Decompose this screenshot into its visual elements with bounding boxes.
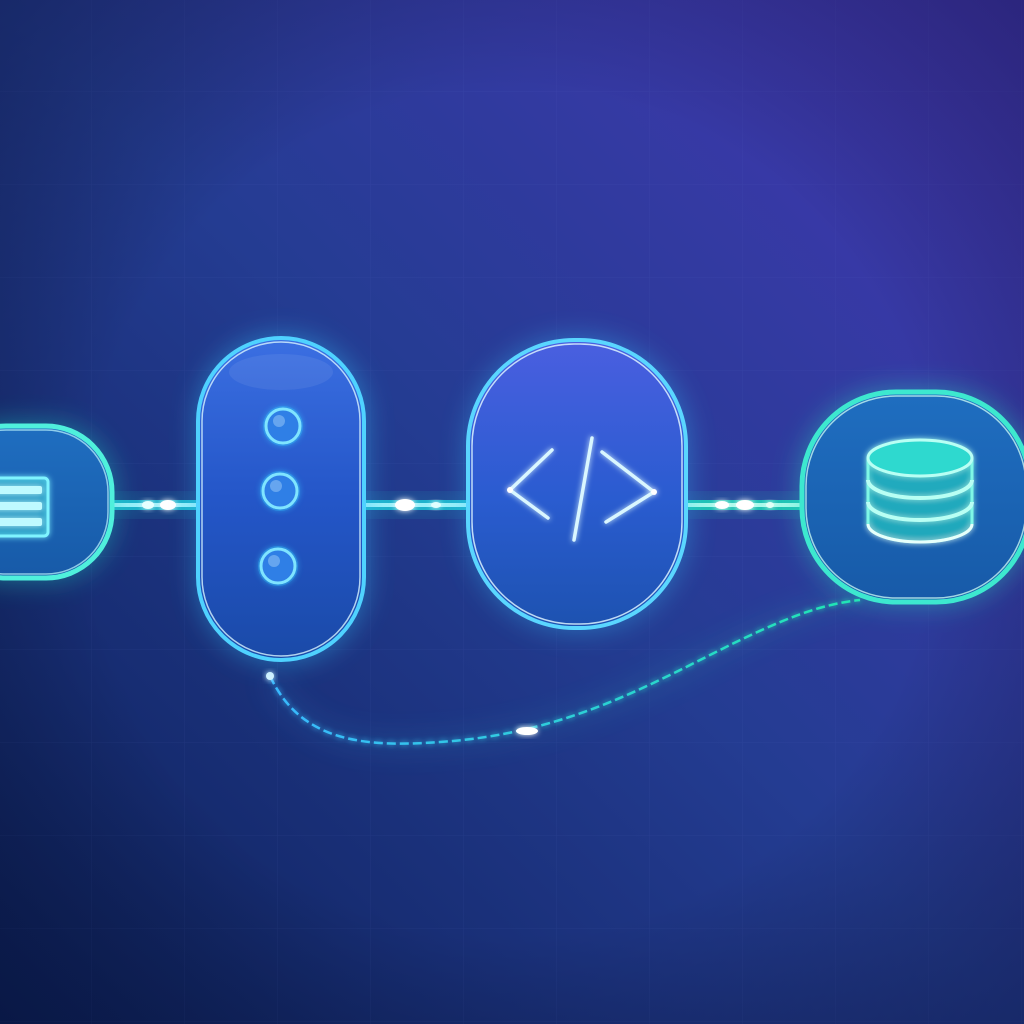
code-node xyxy=(466,338,688,630)
input-node xyxy=(0,423,115,581)
dot-bottom xyxy=(258,546,298,586)
connector-input-to-stack xyxy=(110,498,202,512)
three-dots-vertical-icon xyxy=(258,406,303,586)
code-brackets-icon xyxy=(507,436,658,542)
stack-node xyxy=(196,336,366,662)
dot-middle xyxy=(260,471,300,511)
list-icon xyxy=(0,476,50,538)
database-node xyxy=(799,389,1024,605)
connector-code-to-database xyxy=(684,498,806,512)
connector-stack-to-database-curve xyxy=(266,597,861,747)
connector-stack-to-code xyxy=(360,498,472,512)
database-icon xyxy=(866,438,974,544)
dot-top xyxy=(263,406,303,446)
